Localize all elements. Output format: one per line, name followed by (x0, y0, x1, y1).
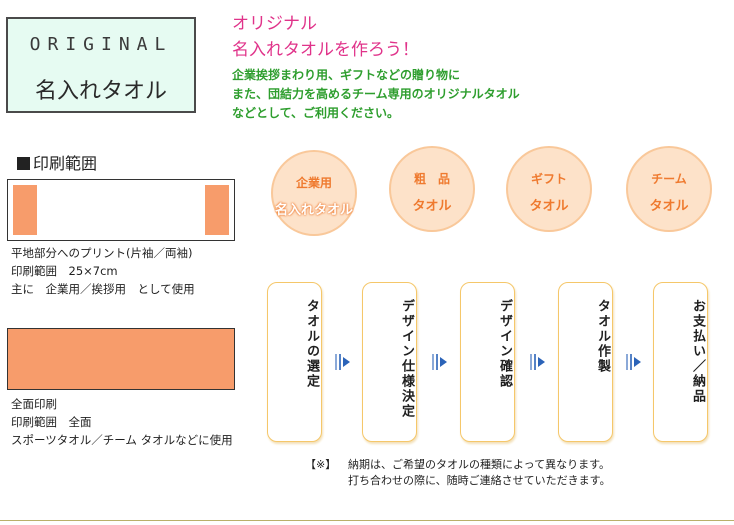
full-print-desc-line-3: スポーツタオル／チーム タオルなどに使用 (11, 433, 233, 447)
intro-text-line-2: また、団結力を高めるチーム専用のオリジナルタオル (232, 87, 520, 101)
partial-print-desc-line-1: 平地部分へのプリント(片袖／両袖) (11, 246, 193, 260)
full-print-towel-illustration (7, 328, 235, 390)
print-range-heading: 印刷範囲 (17, 150, 97, 174)
right-print-band (205, 185, 229, 235)
logo-japanese-text: 名入れタオル (34, 79, 167, 104)
process-step-towel-selection: タオルの選定 (267, 282, 322, 442)
category-giveaway-towel[interactable]: 粗 品 タオル (389, 146, 475, 232)
intro-text-line-1: 企業挨拶まわり用、ギフトなどの贈り物に (232, 68, 461, 82)
step-label: お支払い／納品 (690, 299, 705, 404)
category-label-top: 粗 品 (413, 172, 450, 186)
black-square-bullet-icon (17, 157, 30, 170)
step-label: デザイン確認 (497, 299, 512, 389)
footer-divider (0, 520, 734, 521)
process-step-design-spec: デザイン仕様決定 (362, 282, 417, 442)
step-label: デザイン仕様決定 (399, 299, 414, 419)
partial-print-desc-line-2: 印刷範囲 25×7cm (11, 264, 118, 278)
category-label-top: チーム (651, 172, 687, 186)
category-label-bottom: タオル (529, 199, 569, 214)
category-corporate-towel[interactable]: 企業用 名入れタオル (271, 150, 357, 236)
full-print-desc-line-1: 全面印刷 (11, 397, 57, 411)
page-title-line-2: 名入れタオルを作ろう！ (232, 40, 419, 60)
page-title-line-1: オリジナル (232, 14, 317, 34)
next-step-arrow-icon (626, 354, 642, 370)
next-step-arrow-icon (432, 354, 448, 370)
category-label-top: 企業用 (295, 176, 332, 190)
note-line-2: 打ち合わせの際に、随時ご連絡させていただきます。 (348, 474, 611, 487)
step-label: タオルの選定 (304, 299, 319, 389)
next-step-arrow-icon (335, 354, 351, 370)
category-label-bottom: タオル (412, 199, 452, 214)
category-team-towel[interactable]: チーム タオル (626, 146, 712, 232)
intro-text-line-3: などとして、ご利用ください。 (232, 106, 400, 120)
print-range-heading-text: 印刷範囲 (33, 154, 98, 173)
partial-print-desc-line-3: 主に 企業用／挨拶用 として使用 (11, 282, 195, 296)
process-step-payment-delivery: お支払い／納品 (653, 282, 708, 442)
category-label-bottom: 名入れタオル (274, 203, 353, 218)
note-line-1: 納期は、ご希望のタオルの種類によって異なります。 (348, 458, 611, 471)
full-print-desc-line-2: 印刷範囲 全面 (11, 415, 92, 429)
category-label-top: ギフト (530, 172, 567, 186)
partial-print-towel-illustration (7, 179, 235, 241)
note-mark: 【※】 (305, 458, 337, 471)
process-step-design-check: デザイン確認 (460, 282, 515, 442)
category-label-bottom: タオル (649, 199, 689, 214)
logo-english-text: ORIGINAL (29, 34, 173, 55)
left-print-band (13, 185, 37, 235)
process-step-towel-production: タオル作製 (558, 282, 613, 442)
original-towel-logo: ORIGINAL 名入れタオル (6, 17, 196, 113)
category-gift-towel[interactable]: ギフト タオル (506, 146, 592, 232)
step-label: タオル作製 (595, 299, 610, 374)
next-step-arrow-icon (530, 354, 546, 370)
